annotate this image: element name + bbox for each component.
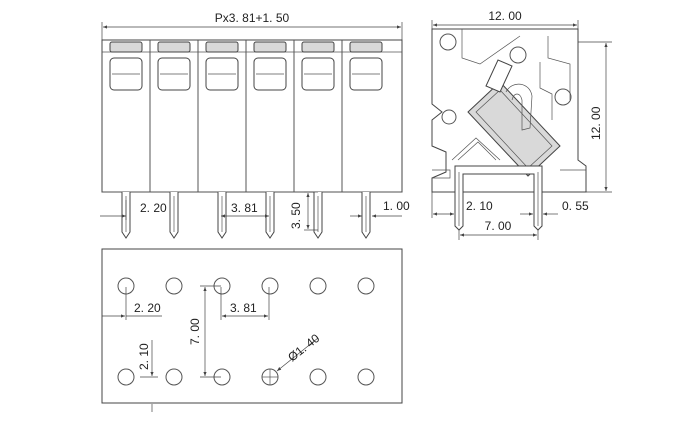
side-width-dimension: 12. 00 — [488, 9, 522, 23]
side-release-lever — [485, 59, 513, 93]
front-view: Px3. 81+1. 50 2. 20 3. 81 3. 50 1. 00 — [100, 11, 410, 239]
pcb-hole — [357, 277, 375, 295]
pcb-holes — [117, 277, 375, 386]
release-slot — [253, 41, 287, 53]
side-mount-hole — [509, 46, 527, 64]
side-pin-offset-dimension: 2. 10 — [466, 199, 493, 213]
side-view: 12. 00 12. 00 2. 10 7. 00 0. 55 — [431, 9, 612, 240]
front-width-dimension: Px3. 81+1. 50 — [215, 11, 290, 25]
pcb-hole — [261, 277, 279, 295]
side-spring-clamp — [467, 81, 561, 177]
side-height-dimension: 12. 00 — [589, 106, 603, 140]
front-pin-length-dimension: 3. 50 — [289, 202, 303, 229]
pcb-hole — [165, 277, 183, 295]
pcb-hole — [309, 368, 327, 386]
terminal-modules — [109, 40, 383, 192]
front-pin-right-dimension: 1. 00 — [383, 199, 410, 213]
pcb-pitch-dimension: 3. 81 — [230, 301, 257, 315]
release-slot — [109, 41, 143, 53]
pcb-row-spacing-dimension: 7. 00 — [188, 318, 202, 345]
pcb-layout-view: 2. 20 3. 81 7. 00 2. 10 Ø1. 40 — [101, 248, 403, 412]
front-edge-pin-dimension: 2. 20 — [140, 201, 167, 215]
side-mount-hole — [439, 33, 457, 51]
release-slot — [301, 41, 335, 53]
front-pitch-dimension: 3. 81 — [231, 201, 258, 215]
pcb-hole — [117, 368, 135, 386]
pcb-hole — [357, 368, 375, 386]
side-mount-hole — [554, 88, 572, 106]
side-pins — [454, 165, 543, 231]
release-slot — [349, 41, 383, 53]
pcb-hole — [165, 368, 183, 386]
release-slot — [157, 41, 191, 53]
side-mount-hole — [441, 109, 457, 125]
terminal-pins — [121, 192, 371, 239]
release-slot — [205, 41, 239, 53]
side-pin-spacing-dimension: 7. 00 — [485, 219, 512, 233]
pcb-hole — [309, 277, 327, 295]
pcb-outline — [101, 248, 403, 404]
pcb-bottom-dimension: 2. 10 — [137, 343, 151, 370]
side-pin-width-dimension: 0. 55 — [562, 199, 589, 213]
pcb-edge-dimension: 2. 20 — [134, 301, 161, 315]
